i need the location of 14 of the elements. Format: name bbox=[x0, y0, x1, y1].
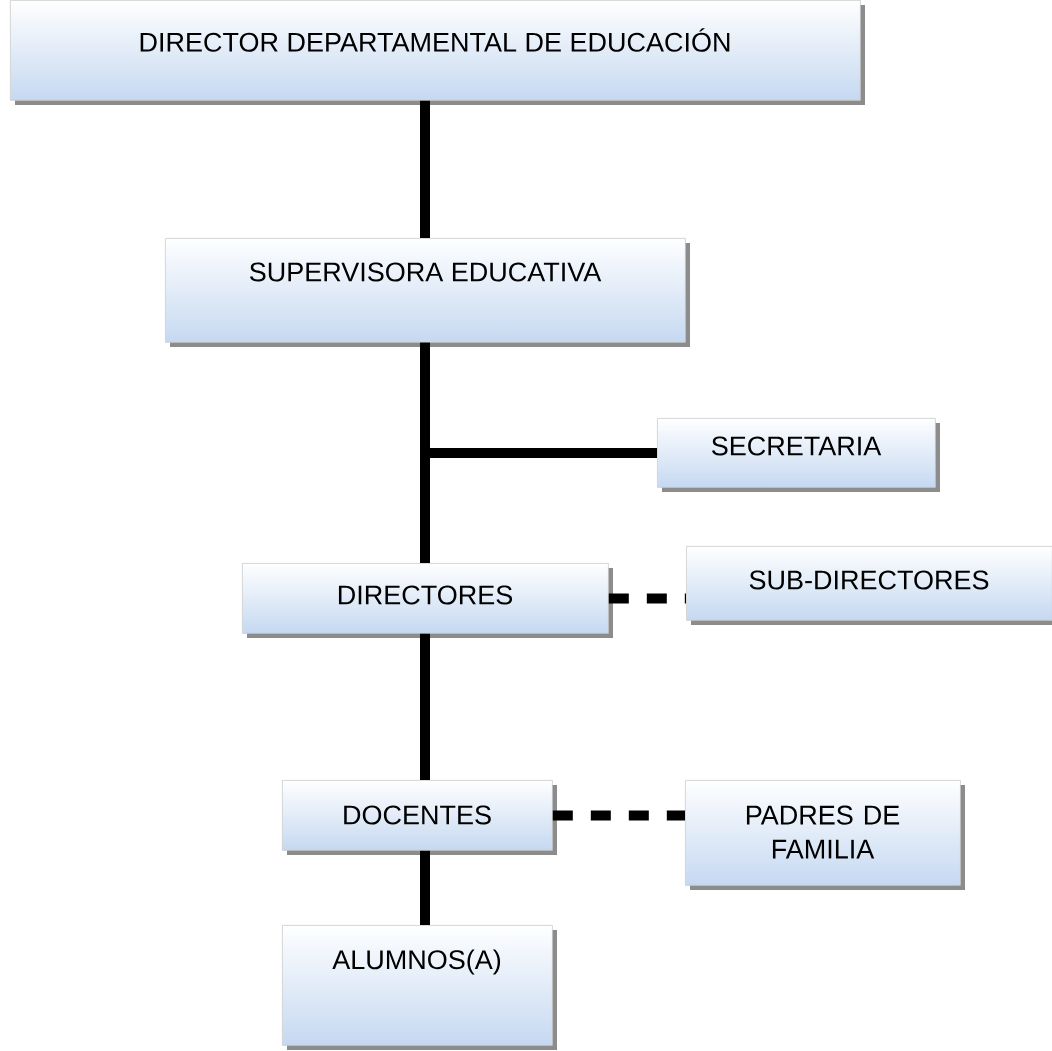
org-box: DOCENTES bbox=[282, 780, 557, 855]
connector-line bbox=[420, 100, 430, 238]
org-box: ALUMNOS(A) bbox=[282, 925, 557, 1050]
connector-line bbox=[552, 810, 685, 821]
org-box: SUPERVISORA EDUCATIVA bbox=[165, 238, 690, 347]
connector-line bbox=[608, 593, 686, 604]
org-box: DIRECTOR DEPARTAMENTAL DE EDUCACIÓN bbox=[10, 0, 865, 105]
org-box: SUB-DIRECTORES bbox=[686, 546, 1052, 625]
org-box: DIRECTORES bbox=[242, 563, 613, 638]
org-box: PADRES DE FAMILIA bbox=[685, 780, 965, 890]
connector-line bbox=[420, 850, 430, 925]
org-box: SECRETARIA bbox=[657, 418, 940, 492]
connector-line bbox=[420, 633, 430, 780]
connector-line bbox=[420, 342, 657, 458]
